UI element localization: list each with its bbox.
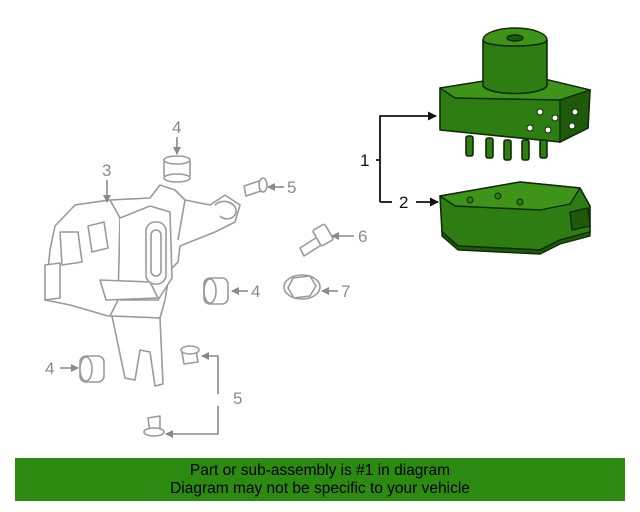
- callout-2: 2: [399, 193, 408, 212]
- callout-5-top: 5: [287, 178, 296, 197]
- callout-3: 3: [102, 161, 111, 180]
- callout-4-left: 4: [45, 359, 54, 378]
- callout-4-top: 4: [172, 118, 181, 137]
- bolt: [299, 223, 334, 257]
- pin-bottom: [143, 415, 165, 437]
- grommet-top: [163, 155, 191, 183]
- callout-5-bottom: 5: [233, 389, 242, 408]
- callout-4-mid: 4: [251, 282, 260, 301]
- callout-7: 7: [341, 282, 350, 301]
- banner-line-2: Diagram may not be specific to your vehi…: [170, 479, 470, 497]
- parts-diagram: 1 2 3 4 5 6 4 7 4 5: [44, 27, 591, 438]
- info-banner: Part or sub-assembly is #1 in diagram Di…: [15, 458, 625, 501]
- callout-1: 1: [360, 151, 369, 170]
- grommet-mid: [203, 277, 229, 305]
- callout-6: 6: [358, 227, 367, 246]
- flange-nut: [283, 274, 321, 300]
- pin-mid: [180, 345, 200, 365]
- grommet-left: [79, 355, 105, 383]
- modulator-valve-highlight: [439, 27, 591, 161]
- pin-top: [243, 177, 268, 197]
- mounting-bracket: [44, 184, 241, 387]
- banner-line-1: Part or sub-assembly is #1 in diagram: [189, 461, 451, 479]
- leader-lines: [60, 111, 439, 438]
- control-module-highlight: [439, 181, 591, 255]
